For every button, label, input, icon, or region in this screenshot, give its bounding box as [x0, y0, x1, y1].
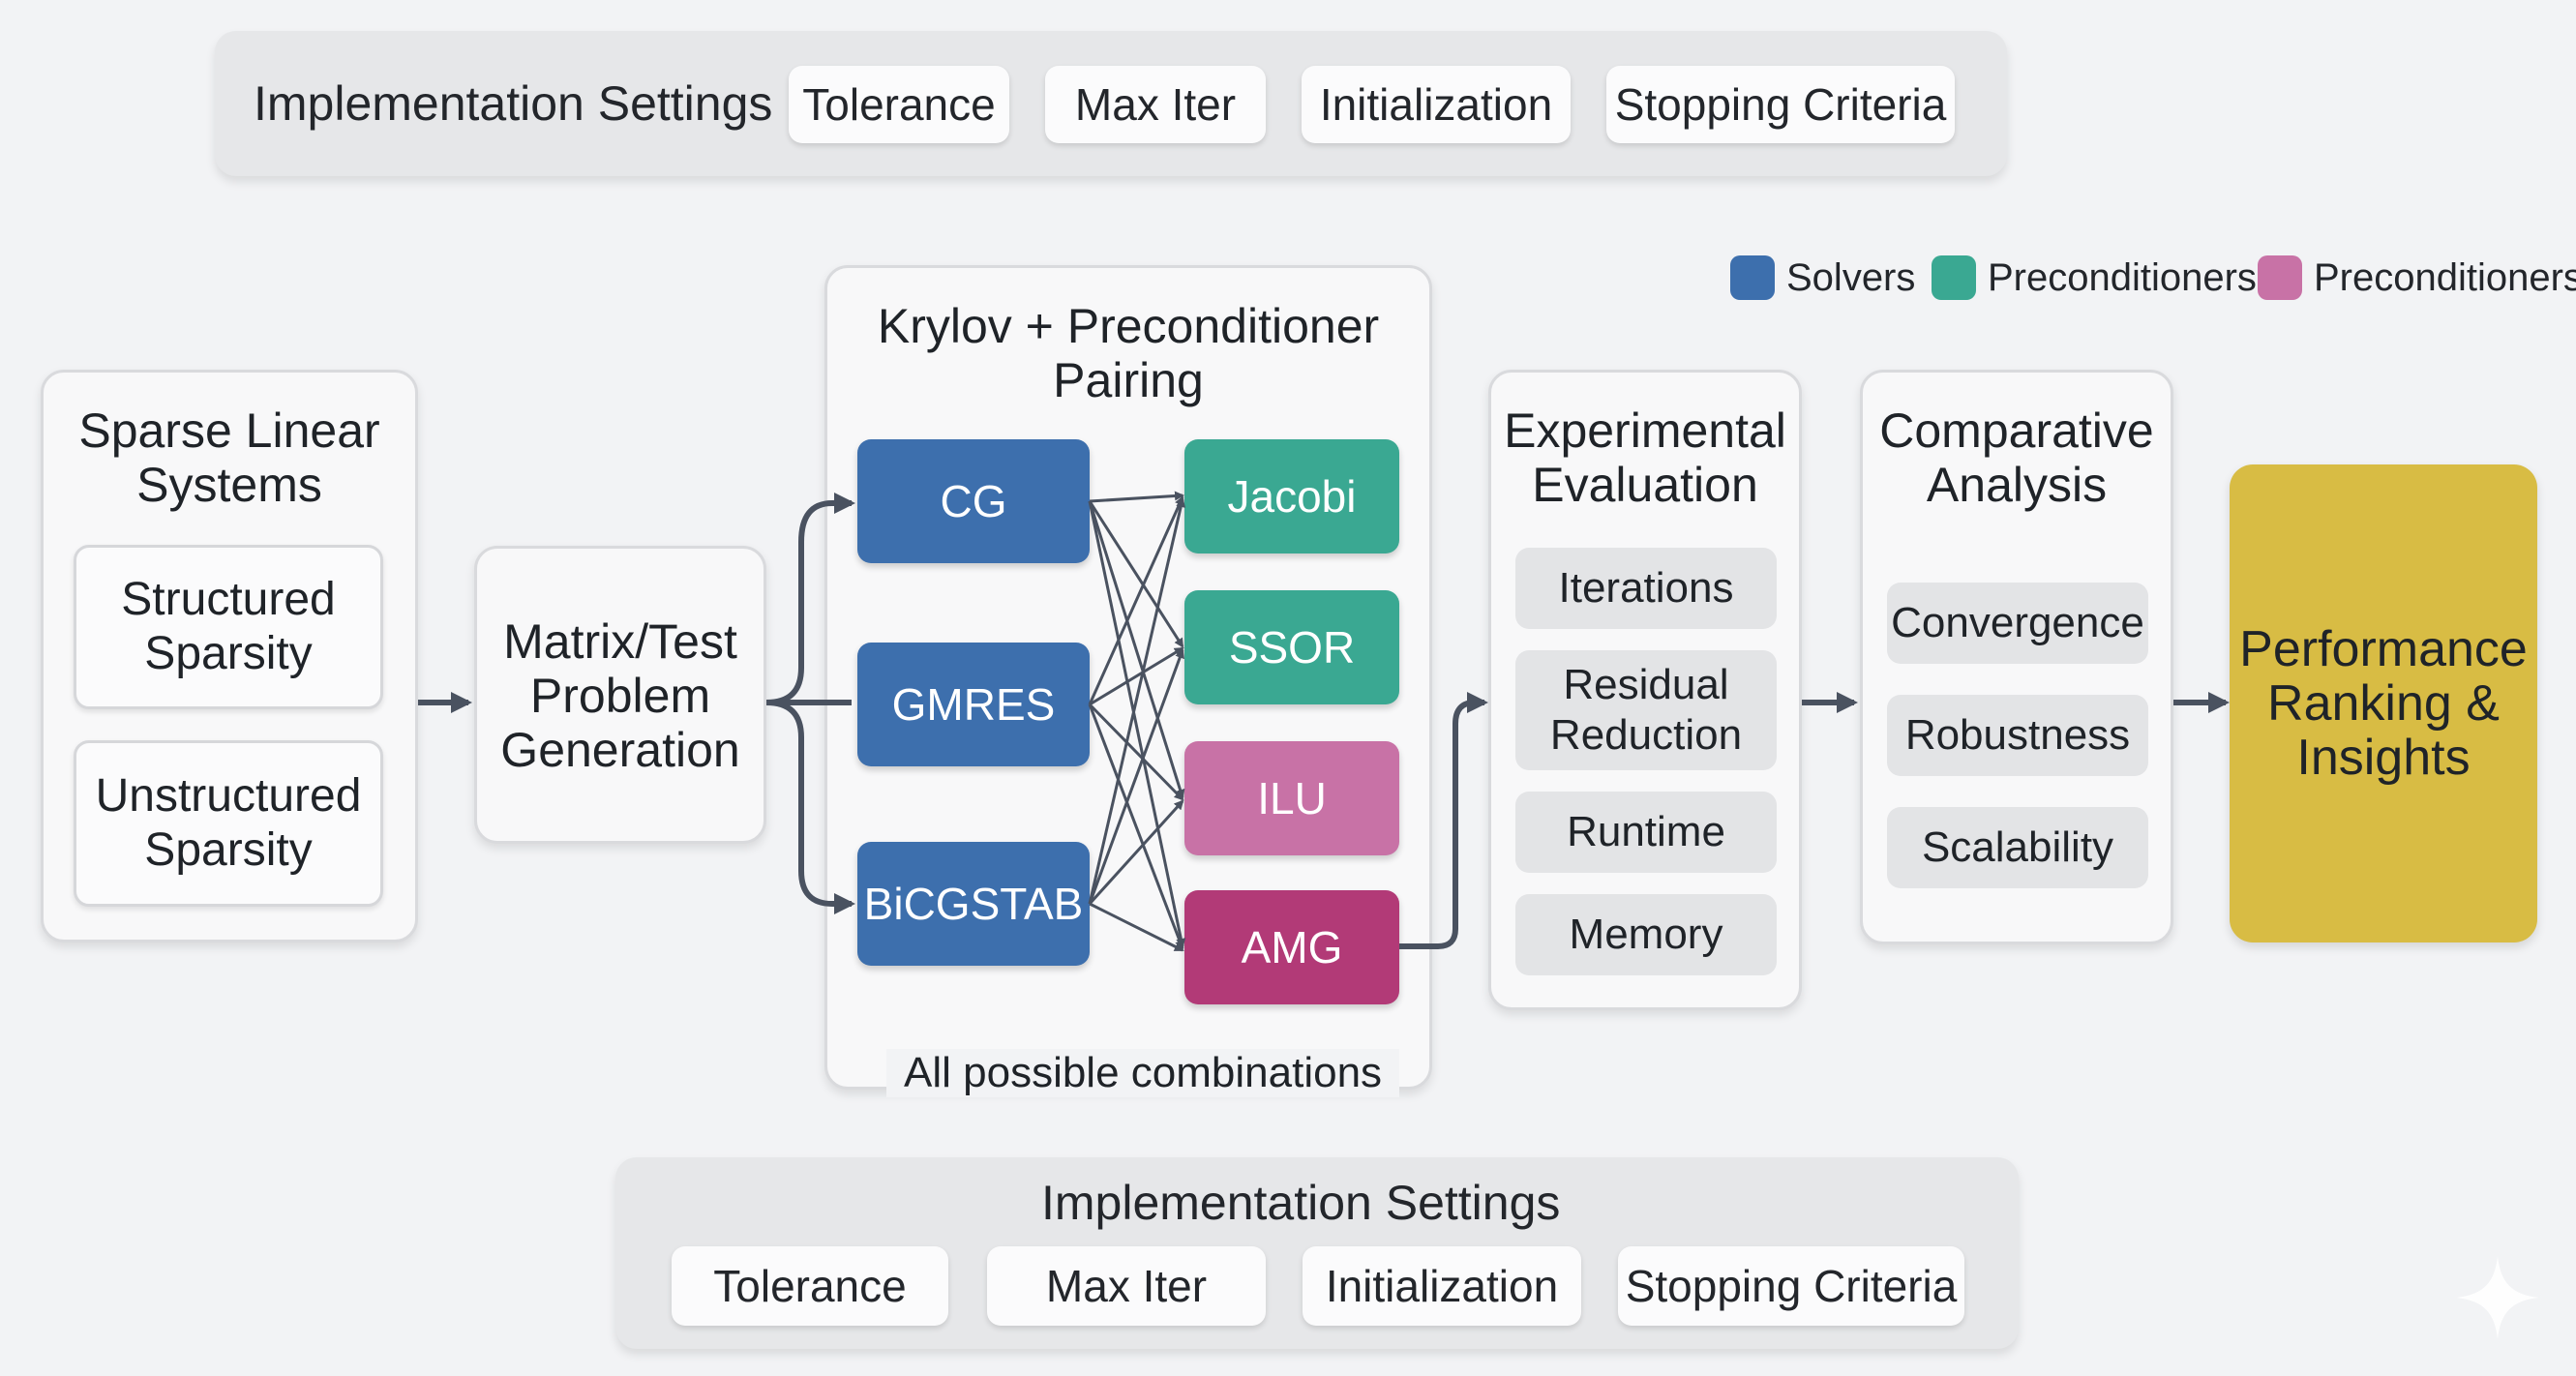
legend-label-preconditioners-teal: Preconditioners	[1988, 255, 2257, 299]
solver-cg: CG	[857, 439, 1090, 563]
top-settings-title: Implementation Settings	[254, 76, 773, 131]
pairing-title: Krylov + Preconditioner Pairing	[877, 299, 1380, 407]
bottom-chip-initialization: Initialization	[1303, 1246, 1581, 1326]
metric-runtime: Runtime	[1515, 792, 1777, 873]
performance-ranking-box: Performance Ranking & Insights	[2230, 464, 2537, 942]
metric-iterations: Iterations	[1515, 548, 1777, 629]
analysis-scalability: Scalability	[1887, 807, 2148, 888]
metric-residual-reduction: Residual Reduction	[1515, 650, 1777, 770]
preconditioner-jacobi: Jacobi	[1184, 439, 1399, 553]
bottom-chip-tolerance: Tolerance	[672, 1246, 948, 1326]
analysis-title: Comparative Analysis	[1879, 404, 2154, 512]
legend-swatch-preconditioners-teal	[1932, 255, 1976, 300]
bottom-chip-stopping-criteria: Stopping Criteria	[1618, 1246, 1964, 1326]
preconditioner-ilu: ILU	[1184, 741, 1399, 855]
sparkle-icon	[2456, 1256, 2539, 1339]
legend-preconditioners-pink: Preconditioners	[2258, 255, 2576, 300]
top-chip-stopping-criteria: Stopping Criteria	[1606, 66, 1955, 143]
problem-generation-box: Matrix/Test Problem Generation	[474, 546, 766, 844]
analysis-convergence: Convergence	[1887, 583, 2148, 664]
pairing-footer: All possible combinations	[886, 1049, 1400, 1097]
legend-label-preconditioners-pink: Preconditioners	[2314, 255, 2576, 299]
legend-preconditioners-teal: Preconditioners	[1932, 255, 2257, 300]
solver-gmres: GMRES	[857, 643, 1090, 766]
preconditioner-ssor: SSOR	[1184, 590, 1399, 704]
problem-generation-label: Matrix/Test Problem Generation	[500, 614, 740, 777]
top-chip-max-iter: Max Iter	[1045, 66, 1266, 143]
legend-swatch-preconditioners-pink	[2258, 255, 2302, 300]
legend-swatch-solvers	[1730, 255, 1775, 300]
bottom-settings-title: Implementation Settings	[1041, 1176, 1561, 1230]
top-chip-tolerance: Tolerance	[789, 66, 1009, 143]
structured-sparsity: Structured Sparsity	[74, 545, 383, 709]
metric-memory: Memory	[1515, 894, 1777, 975]
legend-solvers: Solvers	[1730, 255, 1915, 300]
solver-bicgstab: BiCGSTAB	[857, 842, 1090, 966]
preconditioner-amg: AMG	[1184, 890, 1399, 1004]
legend-label-solvers: Solvers	[1786, 255, 1916, 299]
unstructured-sparsity: Unstructured Sparsity	[74, 740, 383, 907]
top-chip-initialization: Initialization	[1302, 66, 1571, 143]
bottom-chip-max-iter: Max Iter	[987, 1246, 1266, 1326]
evaluation-title: Experimental Evaluation	[1504, 404, 1786, 512]
sparse-systems-title: Sparse Linear Systems	[78, 404, 380, 512]
analysis-robustness: Robustness	[1887, 695, 2148, 776]
